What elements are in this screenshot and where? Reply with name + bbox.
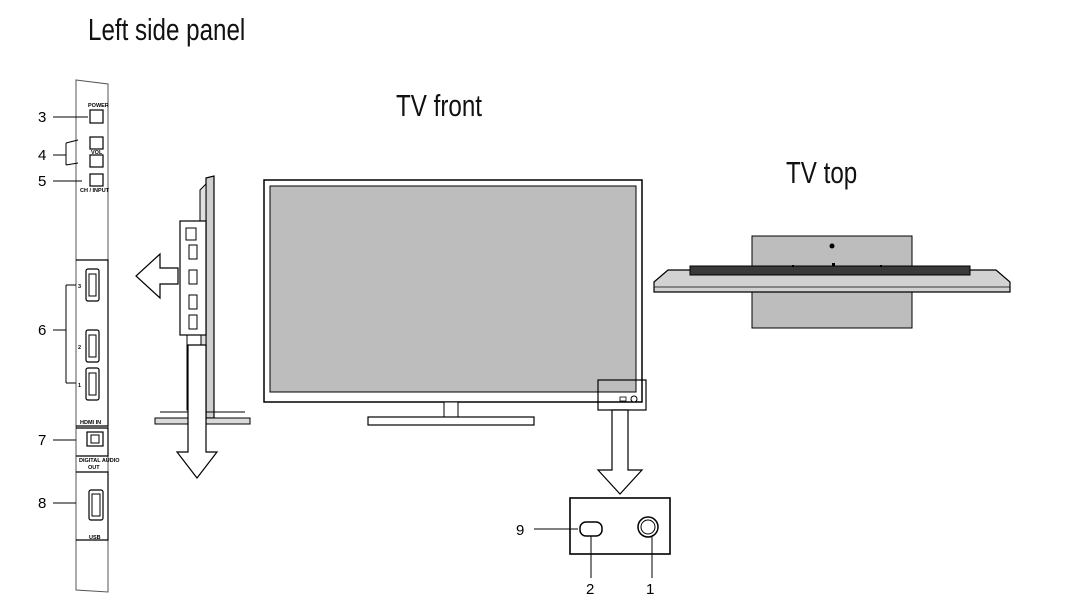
callout-5: 5 <box>38 173 46 190</box>
usb-label: USB <box>89 535 101 541</box>
tv-front-title: TV front <box>396 88 483 123</box>
front-detail-box <box>569 497 671 555</box>
hdmi-in-label: HDMI IN <box>80 420 101 426</box>
power-label: POWER <box>88 103 109 109</box>
callout-4: 4 <box>38 147 46 164</box>
side-panel: POWER VOL CH / INPUT 3 <box>75 79 120 593</box>
left-side-panel-title: Left side panel <box>88 12 246 47</box>
callout-3: 3 <box>38 109 46 126</box>
callout-9: 9 <box>516 522 524 539</box>
tv-top-title: TV top <box>786 155 858 190</box>
callout-8: 8 <box>38 495 46 512</box>
digital-audio-out-port: DIGITAL AUDIO OUT <box>76 427 120 471</box>
vol-label: VOL <box>91 150 103 156</box>
callout-6: 6 <box>38 322 46 339</box>
usb-port: USB <box>76 471 109 541</box>
ch-input-label: CH / INPUT <box>80 188 110 194</box>
detail-callouts <box>534 528 653 578</box>
hdmi-ports: 3 2 1 HDMI IN <box>76 259 109 427</box>
tv-front <box>263 179 647 495</box>
hdmi-port-3-label: 3 <box>78 284 81 290</box>
power-button: POWER <box>88 103 109 124</box>
callout-1: 1 <box>646 581 654 598</box>
ch-input-button: CH / INPUT <box>80 173 110 194</box>
hdmi-port-2-label: 2 <box>78 345 81 351</box>
volume-buttons: VOL <box>89 136 104 168</box>
tv-side-profile <box>135 175 251 479</box>
side-panel-callouts <box>53 116 88 504</box>
tv-top <box>653 235 1011 329</box>
callout-7: 7 <box>38 432 46 449</box>
digital-audio-label: DIGITAL AUDIO <box>79 458 120 464</box>
digital-audio-out-label: OUT <box>88 465 100 471</box>
hdmi-port-1-label: 1 <box>78 383 81 389</box>
callout-2: 2 <box>586 581 594 598</box>
